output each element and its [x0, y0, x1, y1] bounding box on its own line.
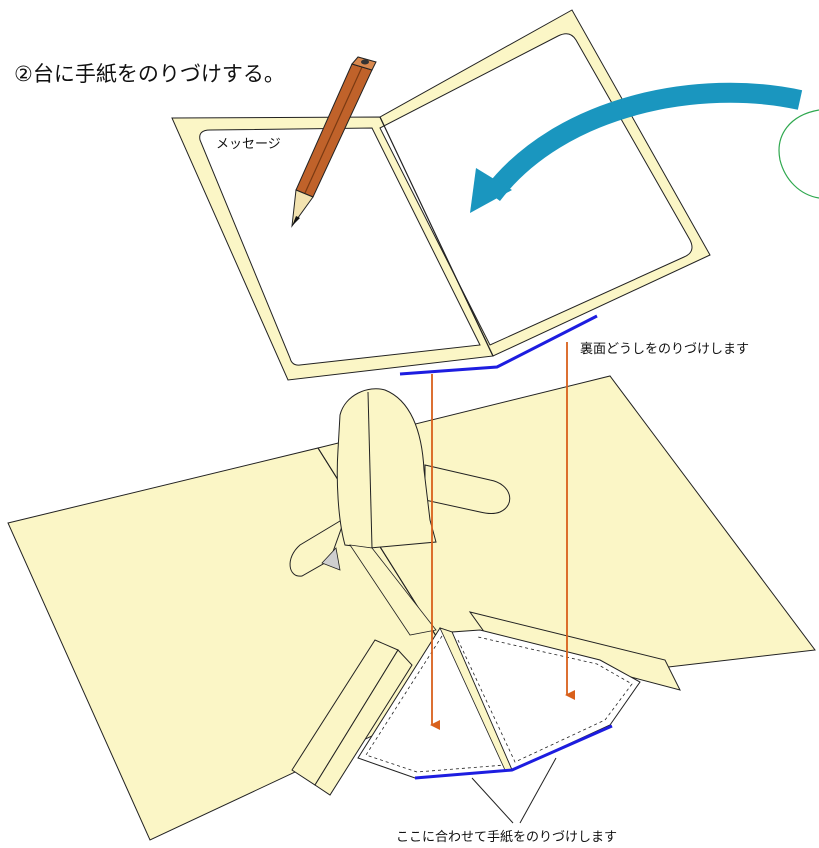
pencil-tip-lead	[292, 216, 300, 226]
airplane-stand	[349, 544, 437, 636]
stand-glue-line-bottom	[414, 724, 613, 780]
pencil-stripe	[304, 66, 363, 194]
airplane-tail-fin	[321, 547, 341, 571]
step-title: ②台に手紙をのりづけする。	[14, 62, 285, 86]
airplane-wing-left	[289, 516, 346, 577]
curved-arrow-head	[470, 168, 512, 213]
message-card-label: メッセージ	[216, 137, 281, 152]
message-card-left-inner	[199, 127, 481, 366]
airplane-popup	[289, 388, 511, 636]
green-circle-arc	[778, 109, 819, 199]
stand-dashed-left	[365, 635, 506, 773]
pencil-lead-top	[361, 59, 369, 65]
letter-stand	[291, 611, 681, 796]
callout-line-1	[471, 777, 514, 824]
stand-left-wall-front	[314, 649, 413, 796]
callout-line-2	[519, 757, 557, 824]
message-card-fold	[379, 116, 494, 357]
pencil-icon	[291, 56, 377, 228]
curved-arrow-icon	[470, 82, 803, 213]
back-glue-note: 裏面どうしをのりづけします	[580, 342, 750, 357]
airplane-wing-right	[424, 464, 511, 514]
airplane-body	[336, 388, 437, 549]
align-glue-note: ここに合わせて手紙をのりづけします	[396, 830, 618, 845]
curved-arrow-shaft	[484, 82, 803, 202]
airplane-body-fold	[367, 391, 373, 549]
message-card-glue-line	[399, 314, 598, 376]
